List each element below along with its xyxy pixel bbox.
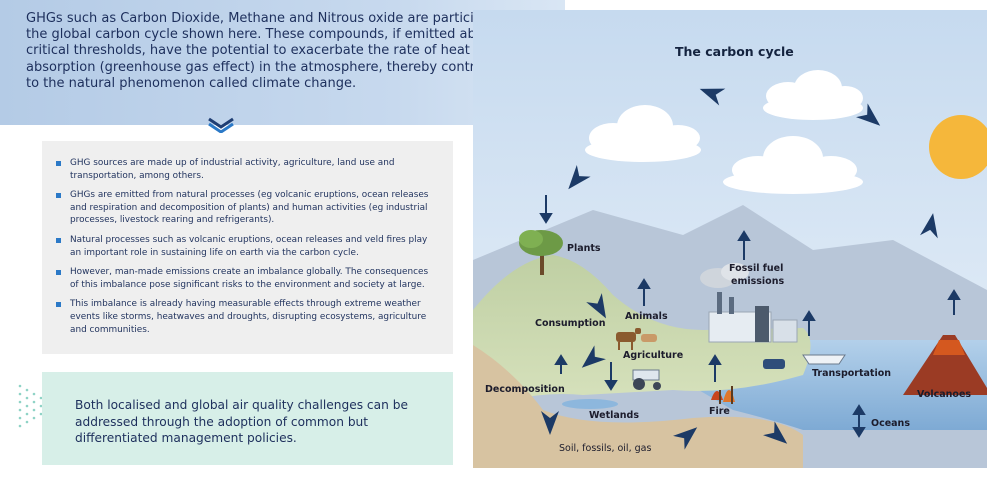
chevron-down-icon bbox=[208, 117, 234, 133]
tractor-icon bbox=[632, 369, 661, 390]
wetlands-pond bbox=[562, 399, 618, 409]
bullet-item: However, man-made emissions create an im… bbox=[56, 266, 437, 291]
bullet-item: This imbalance is already having measura… bbox=[56, 298, 437, 336]
label-agriculture: Agriculture bbox=[623, 350, 683, 361]
label-consumption: Consumption bbox=[535, 318, 606, 329]
label-wetlands: Wetlands bbox=[589, 410, 639, 421]
label-plants: Plants bbox=[567, 243, 601, 254]
label-oceans: Oceans bbox=[871, 418, 910, 429]
label-fossil-fuel: Fossil fuel bbox=[729, 263, 783, 274]
callout-text: Both localised and global air quality ch… bbox=[75, 398, 408, 445]
soil-layer bbox=[473, 345, 803, 468]
bullet-item: GHGs are emitted from natural processes … bbox=[56, 189, 437, 227]
car-icon bbox=[763, 359, 785, 369]
intro-text: GHGs such as Carbon Dioxide, Methane and… bbox=[26, 11, 526, 91]
label-volcanoes: Volcanoes bbox=[917, 389, 971, 400]
bullet-panel: GHG sources are made up of industrial ac… bbox=[42, 141, 453, 354]
label-fossil-fuel-emissions: emissions bbox=[731, 276, 784, 287]
carbon-cycle-diagram: The carbon cycle Plants Fossil fuel emis… bbox=[473, 10, 987, 468]
emission-arrow-icon bbox=[539, 195, 961, 438]
dotted-arrow-icon bbox=[18, 384, 50, 428]
bullet-item: Natural processes such as volcanic erupt… bbox=[56, 234, 437, 259]
label-soil: Soil, fossils, oil, gas bbox=[559, 443, 651, 454]
sun-icon bbox=[929, 115, 987, 179]
label-decomposition: Decomposition bbox=[485, 384, 565, 395]
animals-icon bbox=[616, 328, 657, 350]
diagram-title: The carbon cycle bbox=[675, 44, 794, 59]
volcano bbox=[903, 335, 987, 395]
label-fire: Fire bbox=[709, 406, 730, 417]
bullet-list: GHG sources are made up of industrial ac… bbox=[42, 141, 453, 336]
intro-banner: GHGs such as Carbon Dioxide, Methane and… bbox=[0, 0, 565, 125]
green-hill bbox=[473, 255, 811, 410]
ship-icon bbox=[802, 354, 846, 365]
cloud-icon bbox=[723, 136, 863, 194]
tree-icon bbox=[519, 230, 563, 275]
fire-icon bbox=[711, 386, 735, 404]
cloud-icon bbox=[585, 105, 701, 162]
factory-icon bbox=[700, 263, 798, 343]
cloud-icon bbox=[763, 70, 863, 120]
label-animals: Animals bbox=[625, 311, 668, 322]
label-transportation: Transportation bbox=[812, 368, 891, 379]
callout-box: Both localised and global air quality ch… bbox=[42, 372, 453, 465]
bullet-item: GHG sources are made up of industrial ac… bbox=[56, 157, 437, 182]
